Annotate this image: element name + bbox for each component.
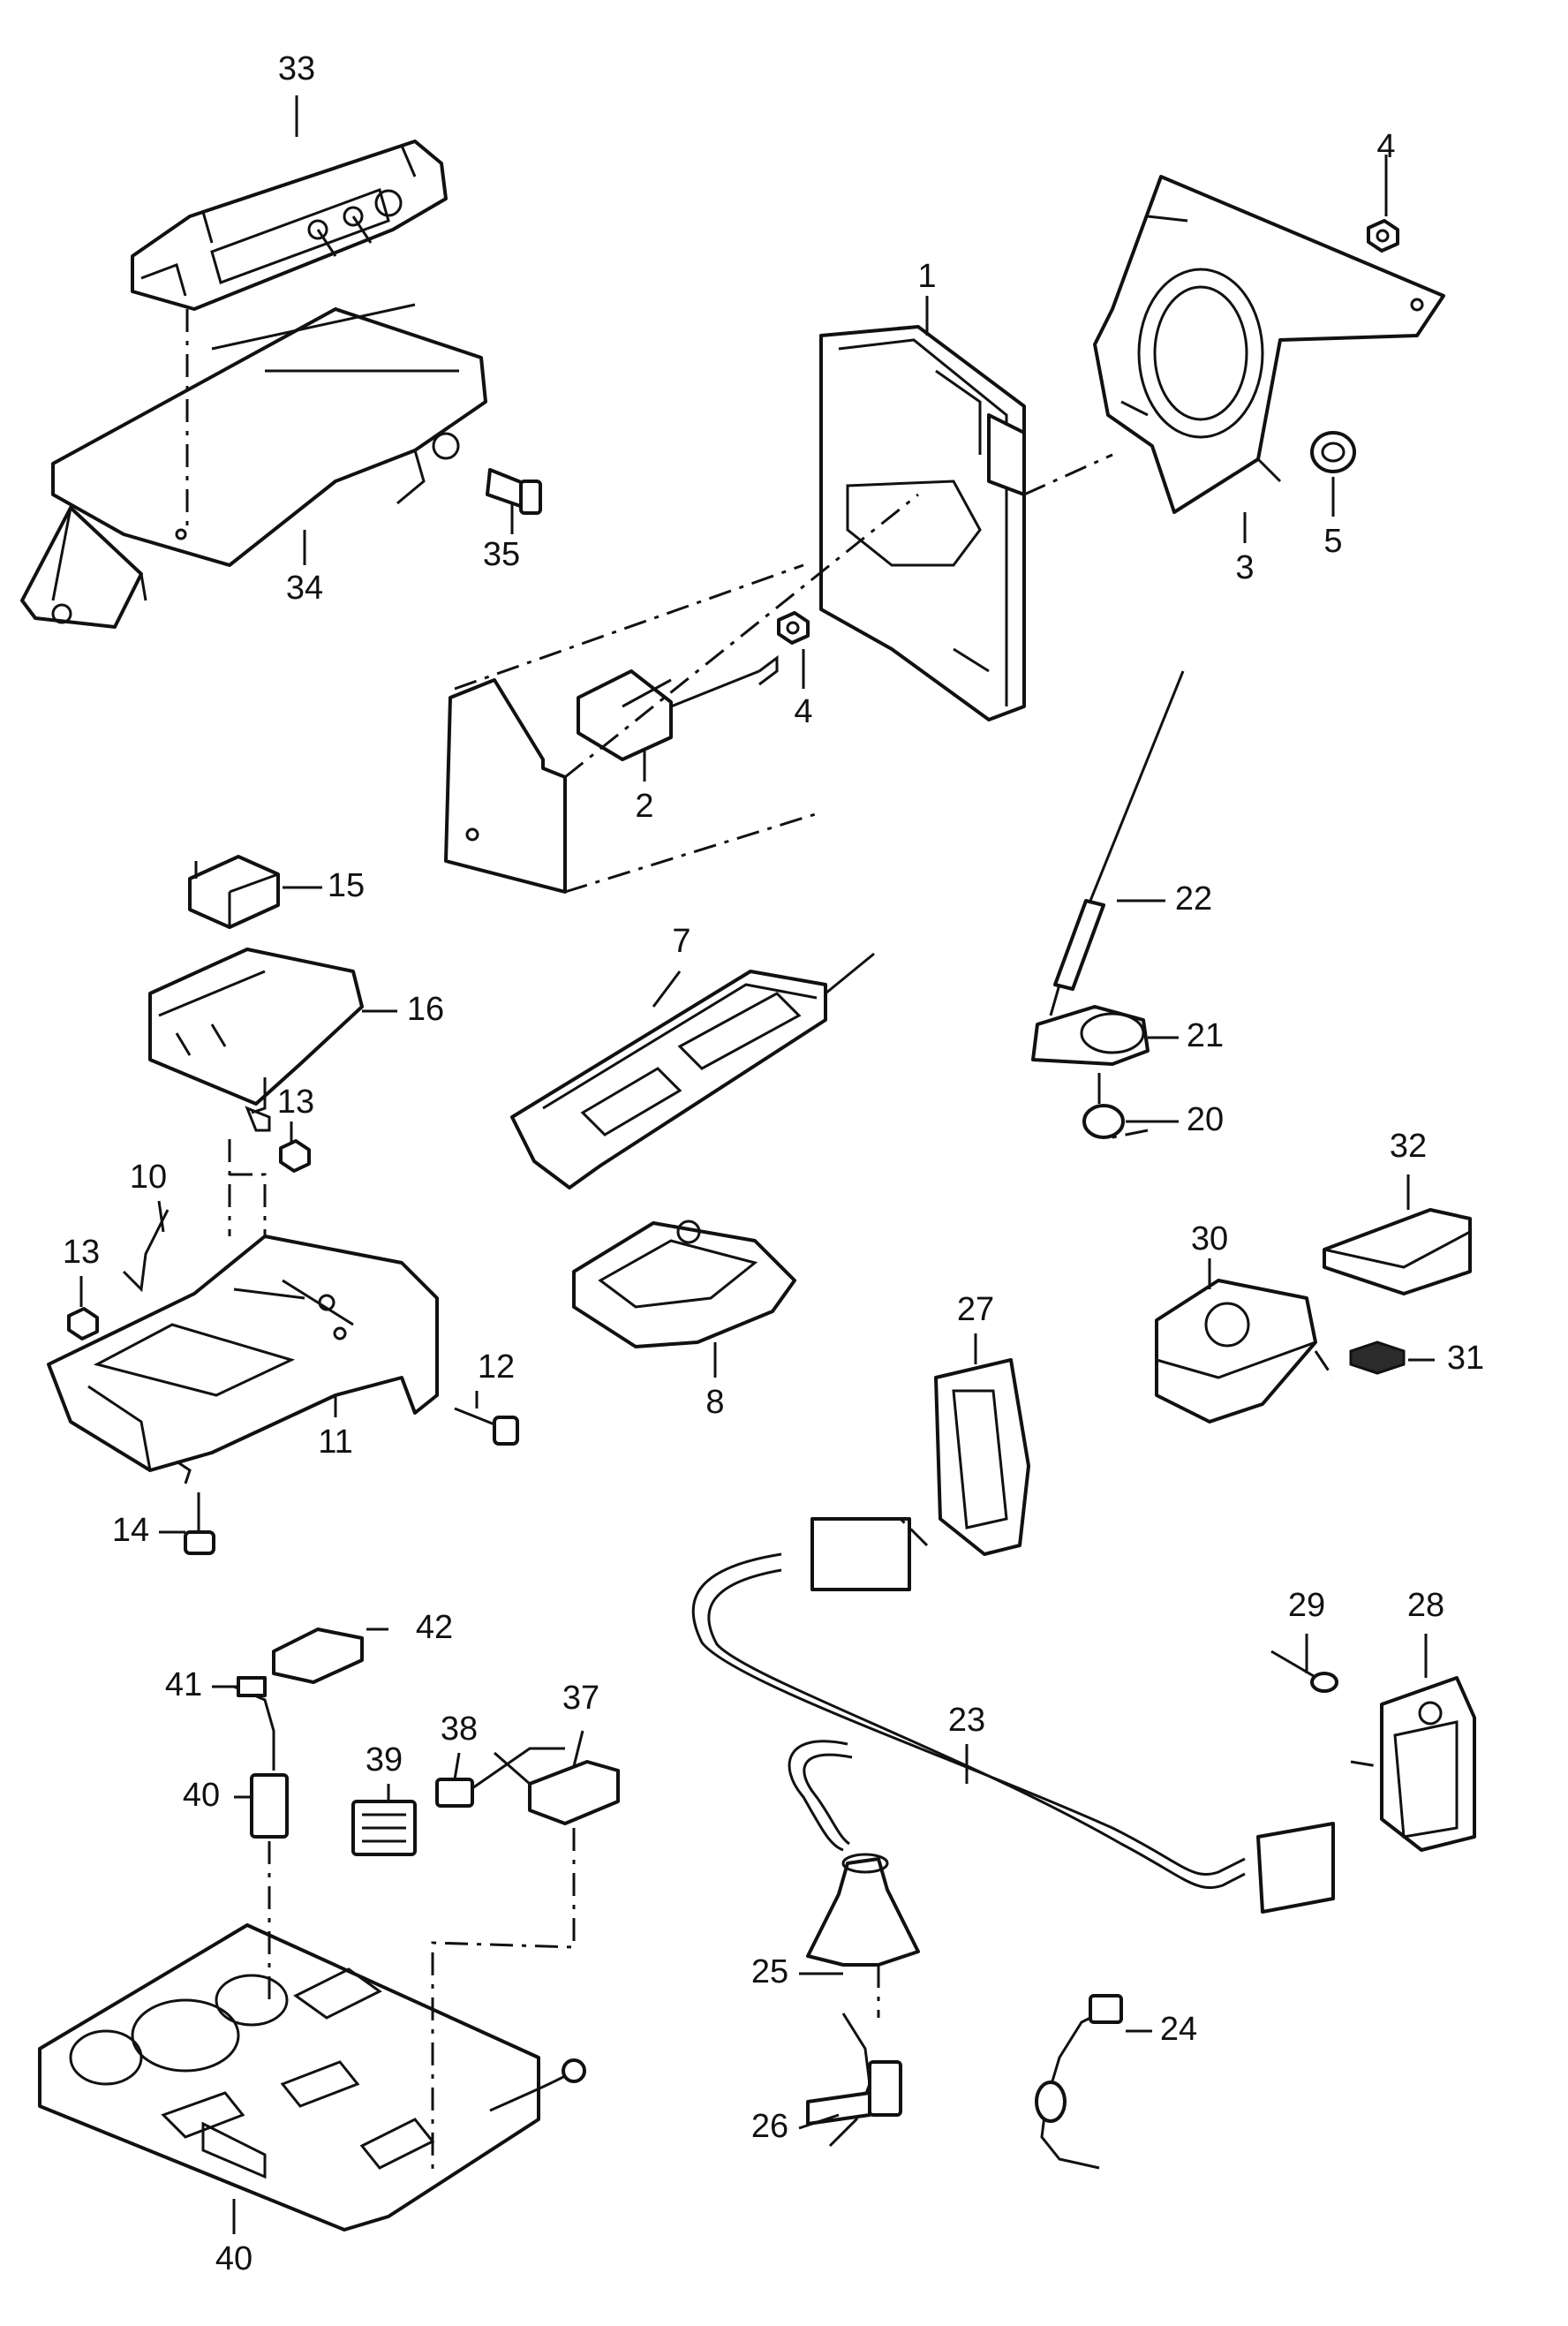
callout-25: 25 [751, 1953, 788, 1990]
part-15-module [188, 855, 280, 929]
callout-15: 15 [328, 867, 365, 904]
part-3-mounting-plate [1093, 175, 1445, 514]
part-25-boot [806, 1853, 920, 1967]
callout-42: 42 [416, 1609, 453, 1646]
callout-28: 28 [1407, 1587, 1444, 1624]
part-12-screw [454, 1407, 519, 1446]
callout-34: 34 [286, 570, 323, 607]
callout-22: 22 [1175, 880, 1212, 918]
part-24-wire [1035, 1994, 1123, 2170]
part-40-roof-console [38, 1923, 586, 2232]
callout-12: 12 [478, 1348, 515, 1386]
callout-41: 41 [165, 1666, 202, 1703]
callout-8: 8 [705, 1384, 724, 1421]
part-30-module [1155, 1279, 1317, 1424]
part-4-nut-lower [777, 611, 810, 645]
callout-21: 21 [1187, 1017, 1224, 1054]
part-14-screw [184, 1492, 215, 1555]
callout-4-lower: 4 [794, 693, 812, 730]
part-4-nut-upper [1367, 219, 1399, 253]
part-7-handset [510, 952, 875, 1189]
callout-7: 7 [672, 923, 690, 960]
callout-2: 2 [635, 788, 653, 825]
callout-labels: 33 34 35 1 2 4 4 3 5 15 16 7 8 22 21 20 … [63, 50, 1484, 2277]
part-26-clip [806, 2013, 902, 2148]
part-34-bracket [20, 303, 487, 629]
leader-lines [79, 95, 1435, 2234]
callout-30: 30 [1191, 1220, 1228, 1257]
callout-10: 10 [130, 1159, 167, 1196]
callout-31: 31 [1447, 1340, 1484, 1377]
part-37-plug [494, 1751, 620, 1825]
callout-40-upper: 40 [183, 1777, 220, 1814]
callout-29: 29 [1288, 1587, 1325, 1624]
part-31-fuse [1349, 1340, 1406, 1375]
part-11-tray [47, 1235, 439, 1484]
part-40-connector [250, 1773, 289, 1839]
part-16-holder [148, 948, 364, 1132]
part-39-socket [351, 1800, 417, 1856]
callout-32: 32 [1390, 1128, 1427, 1165]
callout-38: 38 [441, 1711, 478, 1748]
callout-11: 11 [318, 1424, 352, 1461]
part-5-grommet [1310, 431, 1356, 473]
callout-35: 35 [483, 536, 520, 573]
callout-1: 1 [917, 258, 936, 295]
part-8-cradle [572, 1220, 796, 1348]
callout-20: 20 [1187, 1101, 1224, 1138]
part-1-control-unit [819, 325, 1026, 721]
callout-5: 5 [1323, 523, 1342, 560]
callout-39: 39 [366, 1741, 403, 1778]
part-10-clip [122, 1209, 170, 1293]
callout-16: 16 [407, 991, 444, 1028]
callout-4-upper: 4 [1376, 128, 1395, 165]
callout-13-left: 13 [63, 1234, 100, 1271]
cover-plate [444, 678, 567, 894]
callout-23: 23 [948, 1702, 985, 1739]
callout-3: 3 [1235, 549, 1254, 586]
callout-40-lower: 40 [215, 2240, 253, 2277]
part-27-bracket [810, 1358, 1030, 1591]
part-21-antenna-base [1031, 1005, 1150, 1066]
callout-33: 33 [278, 50, 315, 87]
part-22-antenna [1049, 670, 1185, 1016]
part-33-module [131, 140, 448, 311]
part-28-bracket [1380, 1676, 1476, 1852]
callout-14: 14 [112, 1512, 149, 1549]
part-23-cable [691, 1552, 1335, 1914]
callout-24: 24 [1160, 2011, 1197, 2048]
callout-27: 27 [957, 1291, 994, 1328]
part-42-connector [272, 1627, 364, 1684]
callout-26: 26 [751, 2108, 788, 2145]
part-32-cover [1323, 1208, 1472, 1295]
part-41-wire [233, 1676, 275, 1771]
callout-37: 37 [562, 1680, 599, 1717]
part-13-nut-left [67, 1307, 99, 1340]
part-35-bolt [486, 468, 542, 515]
part-20-nut [1082, 1073, 1125, 1139]
part-2-connector [577, 655, 779, 761]
callout-13-right: 13 [277, 1084, 314, 1121]
part-13-nut-right [279, 1139, 311, 1173]
assembly-lines [185, 309, 1378, 2172]
part-29-pin [1270, 1650, 1338, 1693]
